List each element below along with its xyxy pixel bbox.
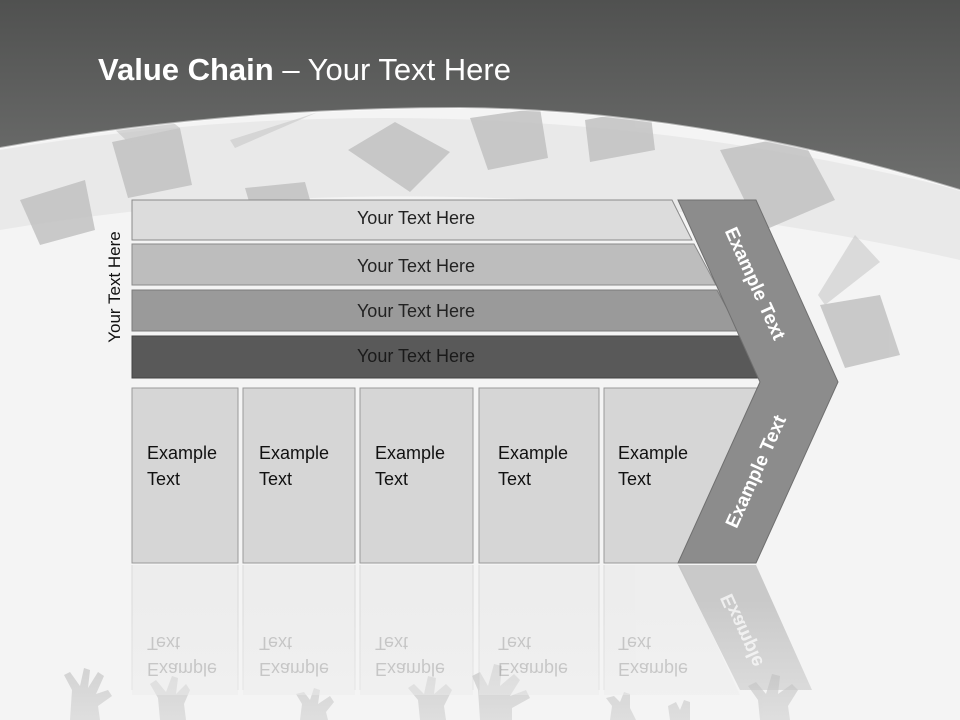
slide-title: Value Chain – Your Text Here (98, 52, 511, 88)
bar-label-3: Your Text Here (356, 301, 476, 321)
bar-label-4: Your Text Here (356, 346, 476, 366)
bar-label-2: Your Text Here (356, 256, 476, 276)
column-2-line2: Text (259, 469, 293, 489)
side-label: Your Text Here (105, 231, 124, 343)
column-4-line2: Text (498, 469, 532, 489)
column-2-line1: Example (259, 443, 330, 463)
title-bold: Value Chain (98, 52, 274, 87)
column-4-line1: Example (498, 443, 569, 463)
bar-label-1: Your Text Here (356, 208, 476, 228)
column-3-line2: Text (375, 469, 409, 489)
column-5-line2: Text (618, 469, 652, 489)
column-3-line1: Example (375, 443, 446, 463)
column-5-line1: Example (618, 443, 689, 463)
title-rest: – Your Text Here (273, 52, 511, 87)
column-1-line2: Text (147, 469, 181, 489)
column-1-line1: Example (147, 443, 218, 463)
